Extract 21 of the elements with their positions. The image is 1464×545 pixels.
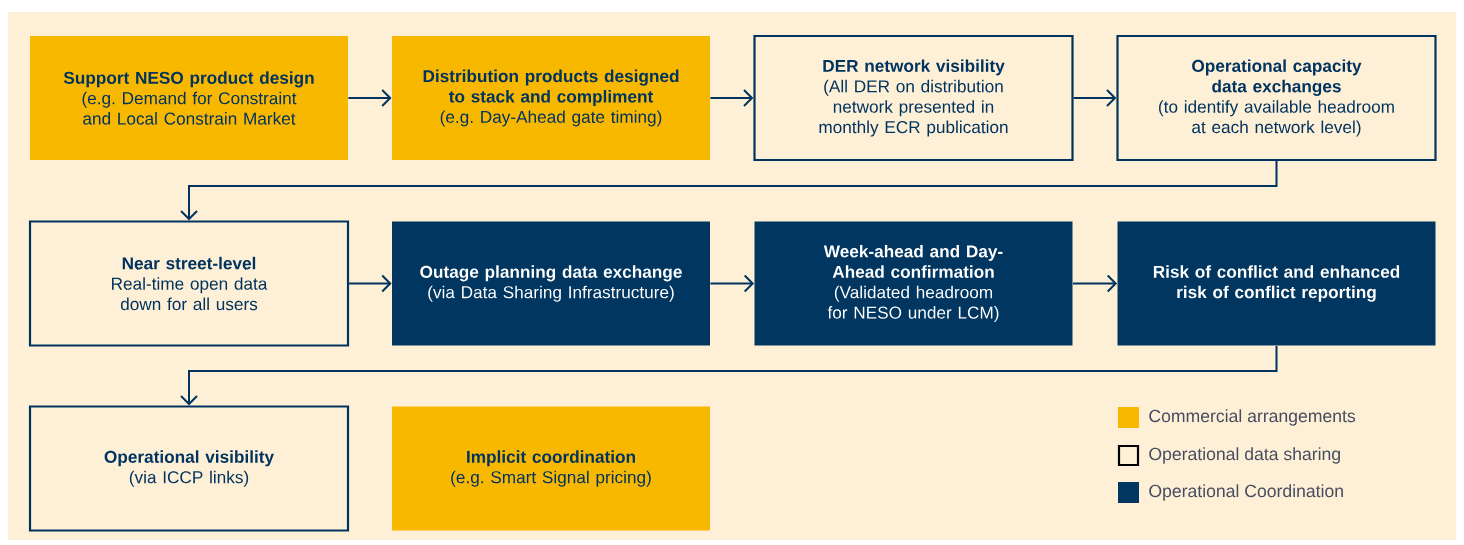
arrow xyxy=(709,89,754,107)
process-box: Risk of conflict and enhanced risk of conflict reporting xyxy=(1117,221,1436,346)
arrow xyxy=(347,89,392,107)
process-box: Outage planning data exchange (via Data Sharing Infrastructure) xyxy=(392,221,710,346)
arrow xyxy=(1071,274,1118,293)
arrow xyxy=(180,344,1278,406)
process-box: Operational visibility (via ICCP links) xyxy=(28,405,350,532)
arrow xyxy=(180,160,1278,221)
legend-label: Operational data sharing xyxy=(1149,447,1340,464)
legend-label: Commercial arrangements xyxy=(1149,409,1356,426)
process-box: Near street-level Real-time open data down for all users xyxy=(28,220,350,347)
process-box: Support NESO product design (e.g. Demand for Constraint and Local Constrain Market xyxy=(30,36,348,160)
process-box: Week-ahead and Day-Ahead confirmation (Validated headroom for NESO under LCM) xyxy=(754,221,1073,346)
legend-label: Operational Coordination xyxy=(1149,484,1343,501)
process-box: Implicit coordination (e.g. Smart Signal pricing) xyxy=(392,406,710,531)
process-box: Operational capacity data exchanges (to identify available headroom at each network level) xyxy=(1116,34,1437,162)
process-box: DER network visibility (All DER on distribution network presented in monthly ECR publication xyxy=(753,34,1074,162)
arrow xyxy=(709,274,755,293)
arrow xyxy=(1072,89,1117,107)
arrow xyxy=(348,274,392,293)
process-box: Distribution products designed to stack and compliment (e.g. Day-Ahead gate timing) xyxy=(392,36,710,160)
